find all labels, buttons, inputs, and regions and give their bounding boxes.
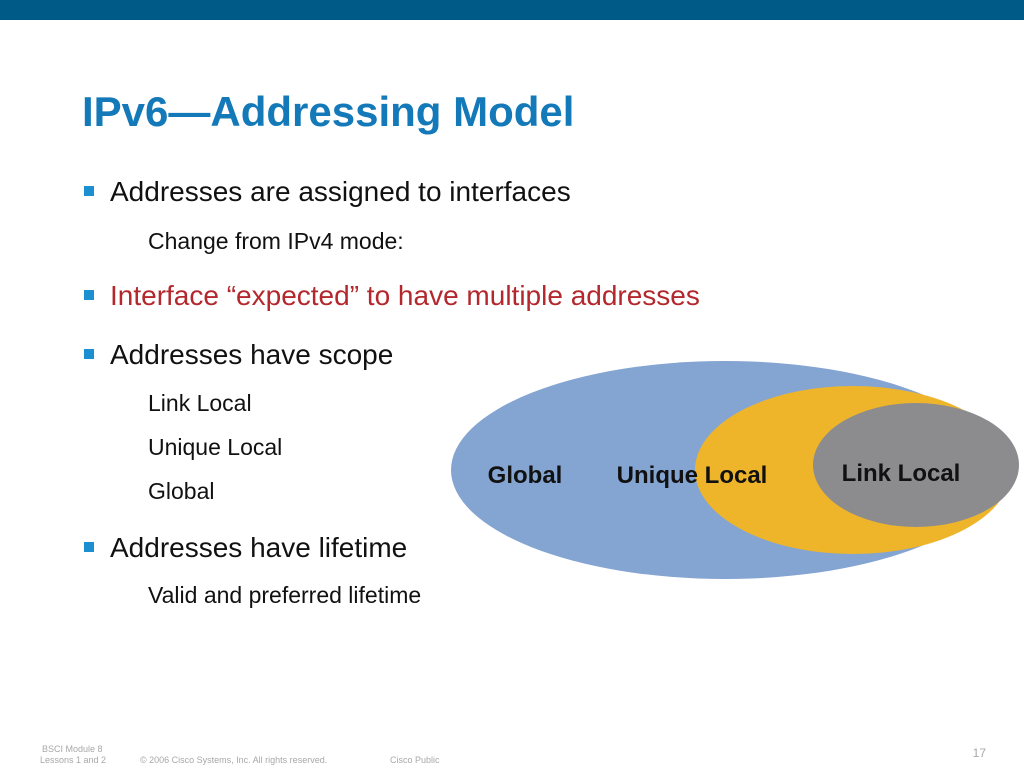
sub-bullet-text: Link Local (148, 390, 252, 416)
footer-module-line1: BSCI Module 8 (42, 744, 103, 754)
bullet-text: Addresses have lifetime (110, 532, 408, 563)
bullet-text-highlighted: Interface “expected” to have multiple ad… (110, 280, 700, 311)
footer-classification: Cisco Public (390, 755, 440, 765)
link-local-scope-ellipse (813, 403, 1019, 527)
sub-bullet-text: Valid and preferred lifetime (148, 582, 422, 608)
scope-diagram-svg: Global Unique Local Link Local (451, 361, 1019, 579)
bullet-text: Addresses have scope (110, 339, 394, 370)
footer-copyright: © 2006 Cisco Systems, Inc. All rights re… (140, 755, 328, 765)
square-bullet-icon (84, 542, 94, 552)
unique-local-label: Unique Local (617, 462, 768, 489)
global-label: Global (488, 462, 563, 489)
page-number: 17 (972, 746, 986, 760)
square-bullet-icon (84, 290, 94, 300)
bullet-text: Addresses are assigned to interfaces (110, 176, 571, 207)
link-local-label: Link Local (842, 460, 961, 487)
footer-lessons: Lessons 1 and 2 (40, 755, 107, 765)
slide-title: IPv6—Addressing Model (82, 88, 575, 135)
sub-bullet-text: Change from IPv4 mode: (148, 228, 404, 254)
header-bar (0, 0, 1024, 20)
square-bullet-icon (84, 349, 94, 359)
sub-bullet-text: Unique Local (148, 434, 283, 460)
footer-module: BSCI Module 8 (42, 744, 103, 755)
sub-bullet-text: Global (148, 478, 215, 504)
scope-diagram: Global Unique Local Link Local (440, 350, 1024, 590)
square-bullet-icon (84, 186, 94, 196)
